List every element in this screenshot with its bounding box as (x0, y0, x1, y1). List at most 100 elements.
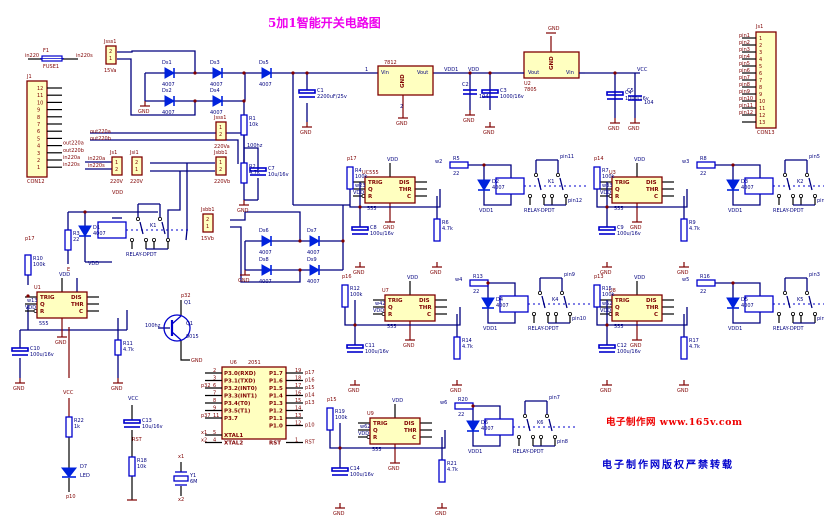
mcu-pin-net: x2 (201, 438, 207, 444)
timer-base-net: w3 (682, 159, 689, 165)
ground-label: GND (435, 511, 447, 517)
ground-symbol (465, 110, 475, 116)
ground-label: GND (600, 270, 612, 276)
capacitor-value: 100u/16v (30, 352, 54, 358)
junction-dot (338, 446, 342, 450)
diode-triangle (481, 297, 495, 309)
resistor-value: 22 (73, 237, 79, 243)
timer-pin-r: R (373, 435, 378, 441)
resistor-value: 22 (700, 171, 706, 177)
capacitor-plate-top (606, 91, 624, 96)
timer-wire (732, 308, 761, 324)
timer-input-net: p15 (327, 397, 337, 403)
resistor (64, 229, 72, 251)
resistor-body (449, 161, 469, 169)
resistor-ref: R7 (602, 168, 609, 174)
timer-supply-net: VDD (387, 157, 398, 163)
ground-label: GND (353, 270, 365, 276)
connector-pin-number: 2 (206, 217, 209, 223)
ground-symbol (632, 335, 642, 341)
resistor-ref: R5 (453, 156, 460, 162)
connector-ref: Jsss1 (213, 115, 226, 121)
ground-label: GND (628, 126, 640, 132)
resistor-body (469, 279, 489, 287)
connector-pin-number: 10 (37, 100, 43, 106)
relay-switch-arm (563, 295, 568, 309)
transistor-name: 9015 (186, 334, 199, 340)
timer-body (369, 417, 421, 445)
capacitor-plate-top (331, 467, 349, 472)
mcu-pin-name: XTAL1 (224, 433, 243, 439)
mcu-pin-number: 1 (295, 438, 298, 444)
mcu-pin-name: P1.0 (269, 424, 283, 430)
mcu-pin-number: 12 (295, 421, 301, 427)
mcu-pin-name: P3.4(T0) (224, 401, 251, 407)
timer-body (364, 176, 416, 204)
led-supply: VCC (63, 390, 74, 396)
resistor-ref: R1 (249, 116, 256, 122)
resistor-value: 1k (74, 424, 80, 430)
connector-pin-number: 1 (37, 165, 40, 171)
resistor-body (64, 229, 72, 251)
relay-ref: K5 (797, 297, 803, 303)
relay-contact (556, 172, 561, 177)
mcu-pin-net: p17 (305, 370, 315, 376)
mcu-pin-number: 15 (295, 398, 301, 404)
mcu-pin-net: x1 (201, 430, 207, 436)
relay-pin-net: pin10 (572, 316, 586, 322)
connector-value: 220Vb (214, 179, 230, 185)
mcu-pin-name: P1.3 (269, 401, 283, 407)
timer-pin-q: Q (615, 187, 620, 193)
resistor-value: 10k (137, 464, 146, 470)
connector-body (131, 156, 143, 176)
timer-pin-dis: DIS (71, 295, 82, 301)
connector-pin-net: pin10 (739, 96, 753, 102)
timer-vdd-net: VDD (600, 308, 611, 314)
mcu-pin-name: P1.7 (269, 371, 283, 377)
relay-switch-arm (786, 177, 791, 191)
resistor-ref: R21 (447, 461, 457, 467)
mcu-pin-name: P1.4 (269, 394, 283, 400)
ground-label: GND (630, 225, 642, 231)
resistor (680, 336, 688, 360)
capacitor-value: 100u/16v (365, 349, 389, 355)
regulator-pin-vin: Vin (566, 70, 574, 76)
junction-dot (731, 163, 735, 167)
timer-wire (733, 164, 761, 178)
diode (309, 235, 321, 247)
ground-symbol (679, 380, 689, 386)
connector-pin-number: 8 (759, 85, 762, 91)
transistor-ref: Q1 (184, 300, 191, 306)
diode-value: 4007 (307, 250, 320, 256)
timer-body (36, 291, 88, 319)
diode-ref: Ds3 (210, 60, 220, 66)
fuse (40, 55, 64, 62)
resistor-body (593, 166, 601, 190)
capacitor (463, 89, 477, 95)
connector-pin-number: 1 (135, 167, 138, 173)
ground-symbol (57, 332, 67, 338)
ground-label: GND (300, 130, 312, 136)
mcu-body (221, 366, 287, 440)
relay-switch-arm (808, 295, 813, 309)
resistor (326, 407, 334, 431)
timer-pin-thr: THR (399, 187, 412, 193)
ground-label: GND (388, 466, 400, 472)
junction-dot (358, 205, 362, 209)
resistor-value: 22 (458, 412, 464, 418)
relay-pin-net: pin4 (817, 316, 824, 322)
connector-pin-net: pin4 (739, 54, 750, 60)
connector-body (105, 45, 117, 65)
mcu-name: 2051 (248, 360, 261, 366)
timer-supply-net: VDD (407, 275, 418, 281)
connector-pin-number: 11 (37, 93, 43, 99)
connector-pin-number: 2 (135, 160, 138, 166)
relay-contact (523, 413, 528, 418)
